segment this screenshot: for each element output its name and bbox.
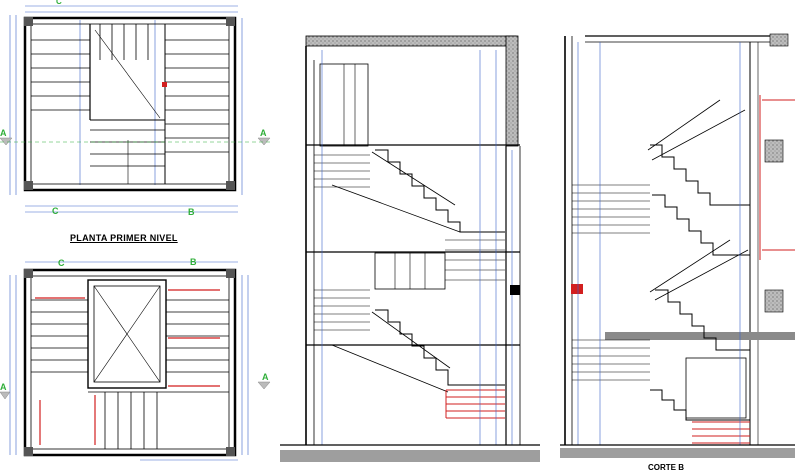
section2-dimension-lines — [577, 42, 741, 445]
plan2-marker-a-left: A — [0, 382, 7, 392]
plan2-marker-c: C — [58, 258, 65, 268]
section1-dimension-lines — [321, 50, 513, 445]
plan2-treads-right — [166, 299, 229, 373]
section1-tread-lines — [314, 154, 505, 331]
plan2-columns — [24, 269, 235, 456]
plan1-columns — [24, 17, 235, 190]
plan2-dimension-lines — [9, 261, 249, 461]
plan1-treads-bottom — [90, 24, 165, 167]
plan2-treads-bottom — [88, 391, 229, 449]
plan2-treads-left — [31, 299, 88, 373]
plan1-treads-right — [165, 39, 229, 153]
section-marker-a-left: A — [0, 128, 7, 138]
section-b-b — [560, 33, 795, 458]
section-marker-c: C — [52, 206, 59, 216]
plan-second-level — [0, 261, 271, 461]
section2-red-stair — [692, 95, 795, 444]
section-title-partial: CORTE B — [648, 463, 684, 472]
plan-first-level — [0, 5, 271, 213]
plan2-marker-a-right: A — [262, 372, 269, 382]
section-marker-c-top: C — [56, 0, 62, 6]
plan-title: PLANTA PRIMER NIVEL — [70, 233, 178, 243]
plan1-dimension-lines — [9, 5, 243, 213]
section1-red-stair — [445, 389, 505, 419]
section-a-a — [280, 35, 540, 462]
section-marker-b: B — [188, 207, 195, 217]
section2-tread-lines — [572, 184, 650, 381]
plan2-red-edges — [35, 289, 220, 445]
plan1-treads-left — [31, 39, 90, 111]
plan2-marker-b: B — [190, 257, 197, 267]
section-marker-a-right: A — [260, 128, 267, 138]
